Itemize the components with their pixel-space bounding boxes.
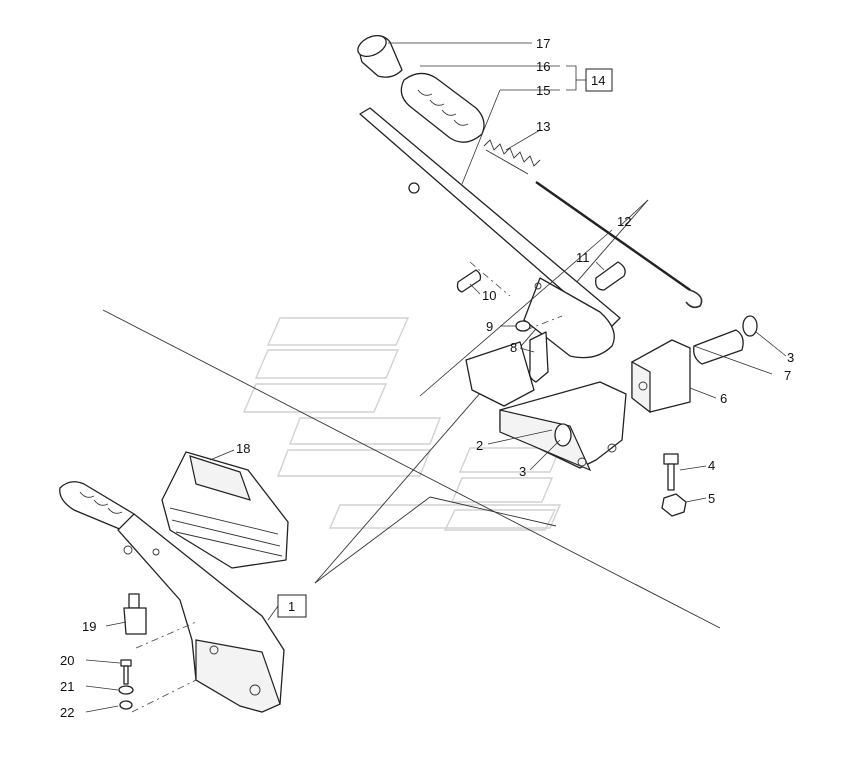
leader-lines [85, 42, 787, 713]
callout-8: 8 [510, 340, 517, 355]
callout-21: 21 [60, 679, 74, 694]
reference-line [102, 309, 721, 629]
callout-12: 12 [617, 214, 631, 229]
callout-2: 2 [476, 438, 483, 453]
part-20-screw [120, 659, 132, 685]
callout-16: 16 [536, 59, 550, 74]
callout-3-lower: 3 [519, 464, 526, 479]
callout-9: 9 [486, 319, 493, 334]
callout-17: 17 [536, 36, 550, 51]
part-5-nut [661, 493, 687, 517]
part-4-bolt [663, 453, 679, 491]
callout-19: 19 [82, 619, 96, 634]
part-3-ring-upper [742, 315, 758, 337]
group-line [314, 496, 431, 584]
callout-3-upper: 3 [787, 350, 794, 365]
callout-18: 18 [236, 441, 250, 456]
rod [535, 181, 703, 309]
part-22-washer [119, 700, 133, 710]
callout-15: 15 [536, 83, 550, 98]
part-17-end-cap [357, 35, 403, 78]
callout-box-14 [585, 68, 613, 92]
callout-10: 10 [482, 288, 496, 303]
part-11-pin [595, 261, 626, 291]
callout-box-1 [277, 594, 307, 618]
part-15-lever [359, 107, 621, 359]
callout-7: 7 [784, 368, 791, 383]
callout-1: 1 [288, 599, 295, 614]
callout-4: 4 [708, 458, 715, 473]
callout-11: 11 [576, 250, 590, 265]
part-6-block [631, 339, 691, 414]
callout-20: 20 [60, 653, 74, 668]
part-16-grip [400, 72, 485, 143]
callout-22: 22 [60, 705, 74, 720]
part-18-boot [161, 451, 289, 569]
part-21-washer [118, 685, 134, 695]
callout-14: 14 [591, 73, 605, 88]
part-1-lever-assembly [59, 481, 285, 713]
callout-13: 13 [536, 119, 550, 134]
callout-6: 6 [720, 391, 727, 406]
part-8-link [528, 331, 549, 383]
part-13-spring [483, 139, 541, 175]
callout-labels: 17 16 14 15 13 12 11 10 9 8 7 3 6 2 3 4 … [60, 36, 794, 720]
part-19-fitting [123, 593, 147, 635]
part-7-bushing [693, 329, 744, 365]
callout-5: 5 [708, 491, 715, 506]
group-line [429, 496, 557, 527]
watermark-logo [242, 317, 562, 531]
part-10-pin [456, 269, 482, 293]
